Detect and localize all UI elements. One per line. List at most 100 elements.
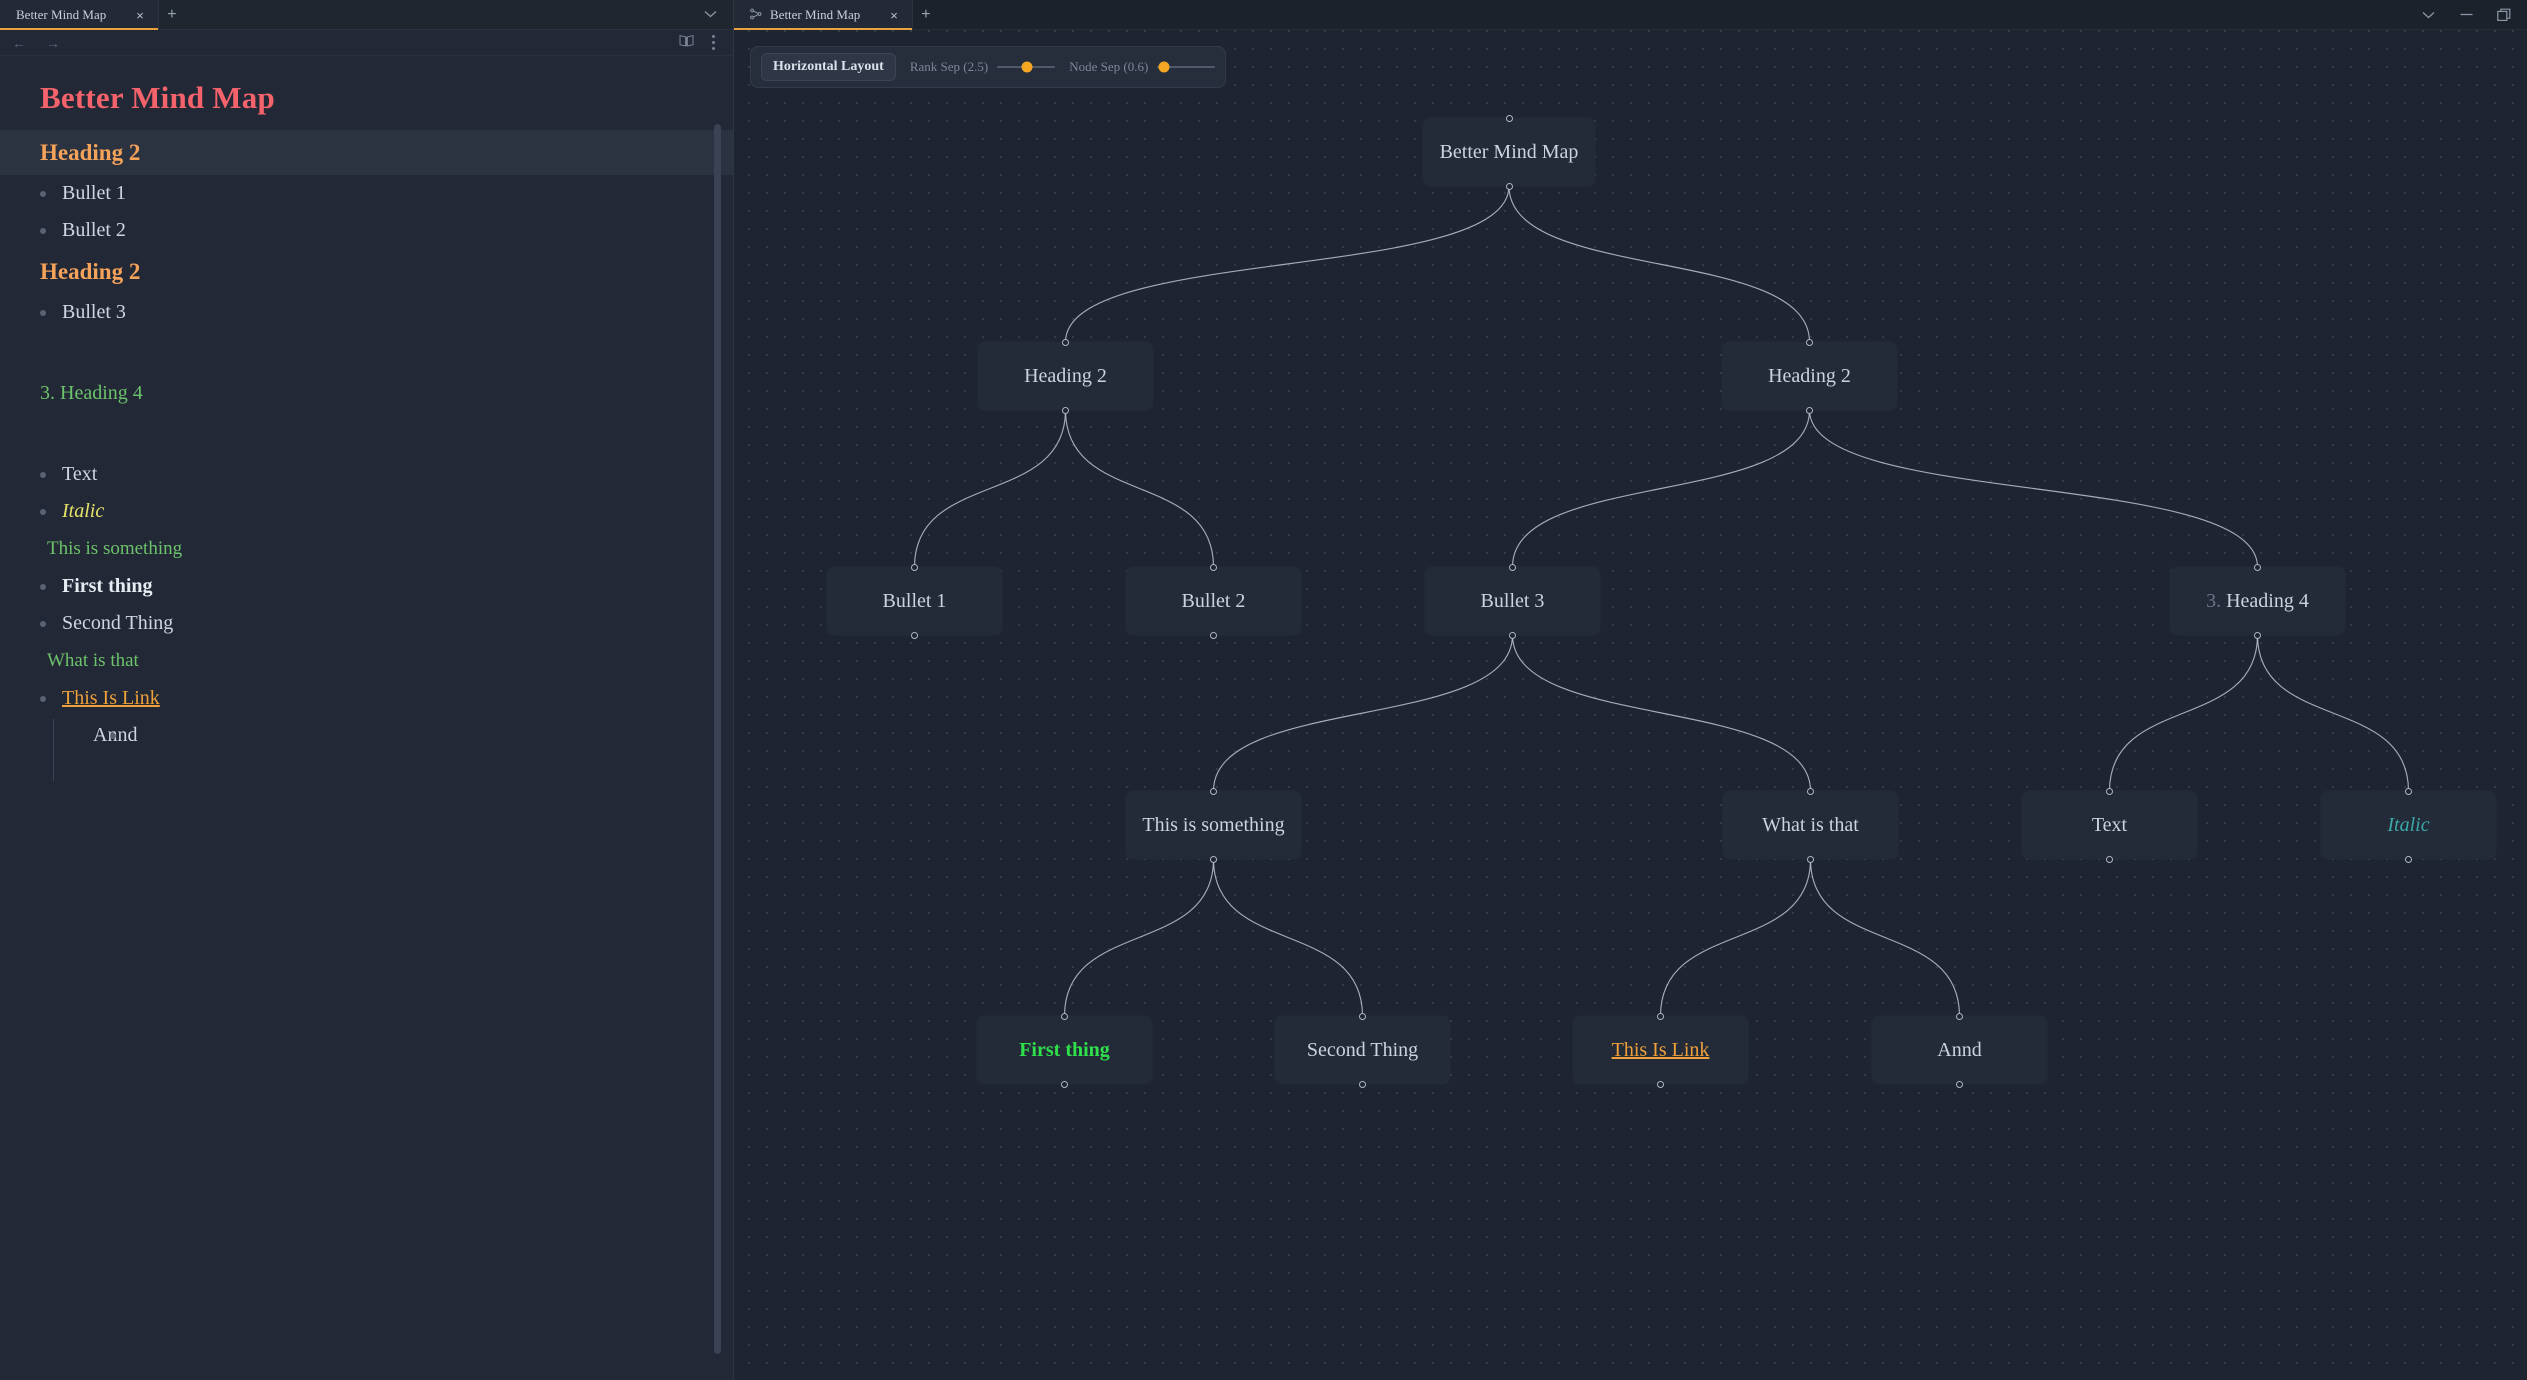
mindmap-node[interactable]: What is that (1723, 787, 1898, 863)
node-port-top[interactable] (2106, 787, 2113, 795)
node-port-bottom[interactable] (1956, 1080, 1963, 1088)
kebab-menu-icon[interactable] (712, 35, 715, 50)
editor-tabbar-right (697, 0, 733, 29)
heading-block[interactable]: Heading 2 (40, 259, 141, 284)
node-port-bottom[interactable] (1210, 631, 1217, 639)
mindmap-node[interactable]: Second Thing (1275, 1012, 1450, 1088)
node-port-bottom[interactable] (1657, 1080, 1664, 1088)
mindmap-node[interactable]: Better Mind Map (1423, 114, 1595, 190)
node-sep-control: Node Sep (0.6) (1069, 59, 1216, 75)
list-item[interactable]: Bullet 3 (0, 294, 733, 331)
node-port-bottom[interactable] (1359, 1080, 1366, 1088)
node-port-bottom[interactable] (1210, 855, 1217, 863)
mindmap-node[interactable]: First thing (977, 1012, 1152, 1088)
node-label: Heading 2 (1024, 364, 1107, 387)
document-scroll-area[interactable]: Better Mind Map Heading 2 Bullet 1 Bulle… (0, 56, 733, 1380)
mindmap-node[interactable]: Bullet 3 (1425, 563, 1600, 639)
new-tab-icon[interactable]: + (921, 5, 931, 23)
slider-thumb[interactable] (1021, 61, 1033, 73)
node-port-top[interactable] (1807, 787, 1814, 795)
node-port-top[interactable] (1062, 338, 1069, 346)
node-label-wrap: Annd (1937, 1039, 1981, 1062)
node-ordinal: 3. (2206, 589, 2222, 612)
list-item[interactable]: Bullet 1 (0, 175, 733, 212)
node-port-bottom[interactable] (2405, 855, 2412, 863)
dot-grid-background (734, 30, 2527, 1380)
node-port-bottom[interactable] (2106, 855, 2113, 863)
mindmap-tab[interactable]: Better Mind Map × (734, 0, 913, 30)
mindmap-node[interactable]: Heading 2 (978, 338, 1153, 414)
mindmap-node[interactable]: Annd (1872, 1012, 2047, 1088)
pane-divider[interactable] (733, 0, 734, 1380)
mindmap-node[interactable]: This is something (1126, 787, 1301, 863)
node-port-top[interactable] (1505, 114, 1513, 122)
list-item[interactable]: Bullet 2 (0, 212, 733, 249)
node-sep-slider[interactable] (1157, 60, 1216, 74)
node-port-top[interactable] (1806, 338, 1813, 346)
heading-block[interactable]: Heading 2 (0, 130, 733, 175)
list-item[interactable]: Second Thing (0, 605, 733, 642)
restore-icon[interactable] (2485, 0, 2523, 30)
node-port-top[interactable] (1061, 1012, 1068, 1020)
book-icon[interactable] (679, 34, 694, 52)
list-item-bold[interactable]: First thing (0, 568, 733, 605)
mindmap-node[interactable]: This Is Link (1573, 1012, 1748, 1088)
paragraph-block[interactable]: What is that (47, 650, 139, 671)
mindmap-node[interactable]: Italic (2321, 787, 2496, 863)
mindmap-node[interactable]: Bullet 1 (827, 563, 1002, 639)
list-item-nested[interactable]: Annd (40, 717, 693, 754)
slider-thumb[interactable] (1158, 61, 1170, 73)
node-port-top[interactable] (1210, 563, 1217, 571)
mindmap-node[interactable]: Heading 2 (1722, 338, 1897, 414)
node-port-top[interactable] (1956, 1012, 1963, 1020)
node-port-bottom[interactable] (1806, 406, 1813, 414)
chevron-down-icon[interactable] (2409, 0, 2447, 30)
mindmap-pane: Better Mind Map × + (734, 0, 2527, 1380)
mindmap-icon (750, 8, 762, 23)
node-port-bottom[interactable] (1061, 1080, 1068, 1088)
chevron-down-icon[interactable] (697, 9, 723, 21)
node-port-top[interactable] (2405, 787, 2412, 795)
node-label-wrap: What is that (1762, 814, 1859, 837)
tabbar-spacer (939, 0, 2409, 29)
document-scrollbar[interactable] (714, 124, 721, 1354)
forward-icon[interactable]: → (46, 34, 60, 51)
back-icon[interactable]: ← (12, 34, 26, 51)
window-controls (2409, 0, 2527, 29)
editor-pane: Better Mind Map × + ← → (0, 0, 733, 1380)
paragraph-block[interactable]: This is something (47, 538, 183, 559)
node-port-bottom[interactable] (1807, 855, 1814, 863)
close-icon[interactable]: × (890, 7, 898, 23)
node-port-bottom[interactable] (1509, 631, 1516, 639)
node-label-wrap: First thing (1019, 1039, 1110, 1062)
node-port-top[interactable] (1509, 563, 1516, 571)
node-port-top[interactable] (1657, 1012, 1664, 1020)
node-port-top[interactable] (2254, 563, 2261, 571)
layout-toggle-button[interactable]: Horizontal Layout (761, 53, 896, 81)
node-port-top[interactable] (911, 563, 918, 571)
node-port-top[interactable] (1359, 1012, 1366, 1020)
list-item[interactable]: Text (0, 456, 733, 493)
ordered-list-item[interactable]: 3. Heading 4 (40, 382, 143, 404)
rank-sep-slider[interactable] (997, 60, 1056, 74)
mindmap-node[interactable]: Bullet 2 (1126, 563, 1301, 639)
minimize-icon[interactable] (2447, 0, 2485, 30)
close-icon[interactable]: × (136, 7, 144, 23)
node-port-top[interactable] (1210, 787, 1217, 795)
mindmap-node[interactable]: 3.Heading 4 (2170, 563, 2345, 639)
list-item-link[interactable]: This Is Link (0, 680, 733, 717)
node-port-bottom[interactable] (1505, 182, 1513, 190)
node-port-bottom[interactable] (1062, 406, 1069, 414)
new-tab-icon[interactable]: + (167, 5, 177, 23)
node-label-wrap: This is something (1142, 814, 1284, 837)
node-label-wrap: Bullet 1 (883, 590, 947, 613)
node-port-bottom[interactable] (2254, 631, 2261, 639)
node-port-bottom[interactable] (911, 631, 918, 639)
list-item-italic[interactable]: Italic (0, 493, 733, 530)
mindmap-node[interactable]: Text (2022, 787, 2197, 863)
editor-tab[interactable]: Better Mind Map × (0, 0, 159, 30)
node-label-wrap: Bullet 3 (1481, 590, 1545, 613)
node-label-wrap: 3.Heading 4 (2206, 590, 2309, 613)
node-label: What is that (1762, 813, 1859, 836)
